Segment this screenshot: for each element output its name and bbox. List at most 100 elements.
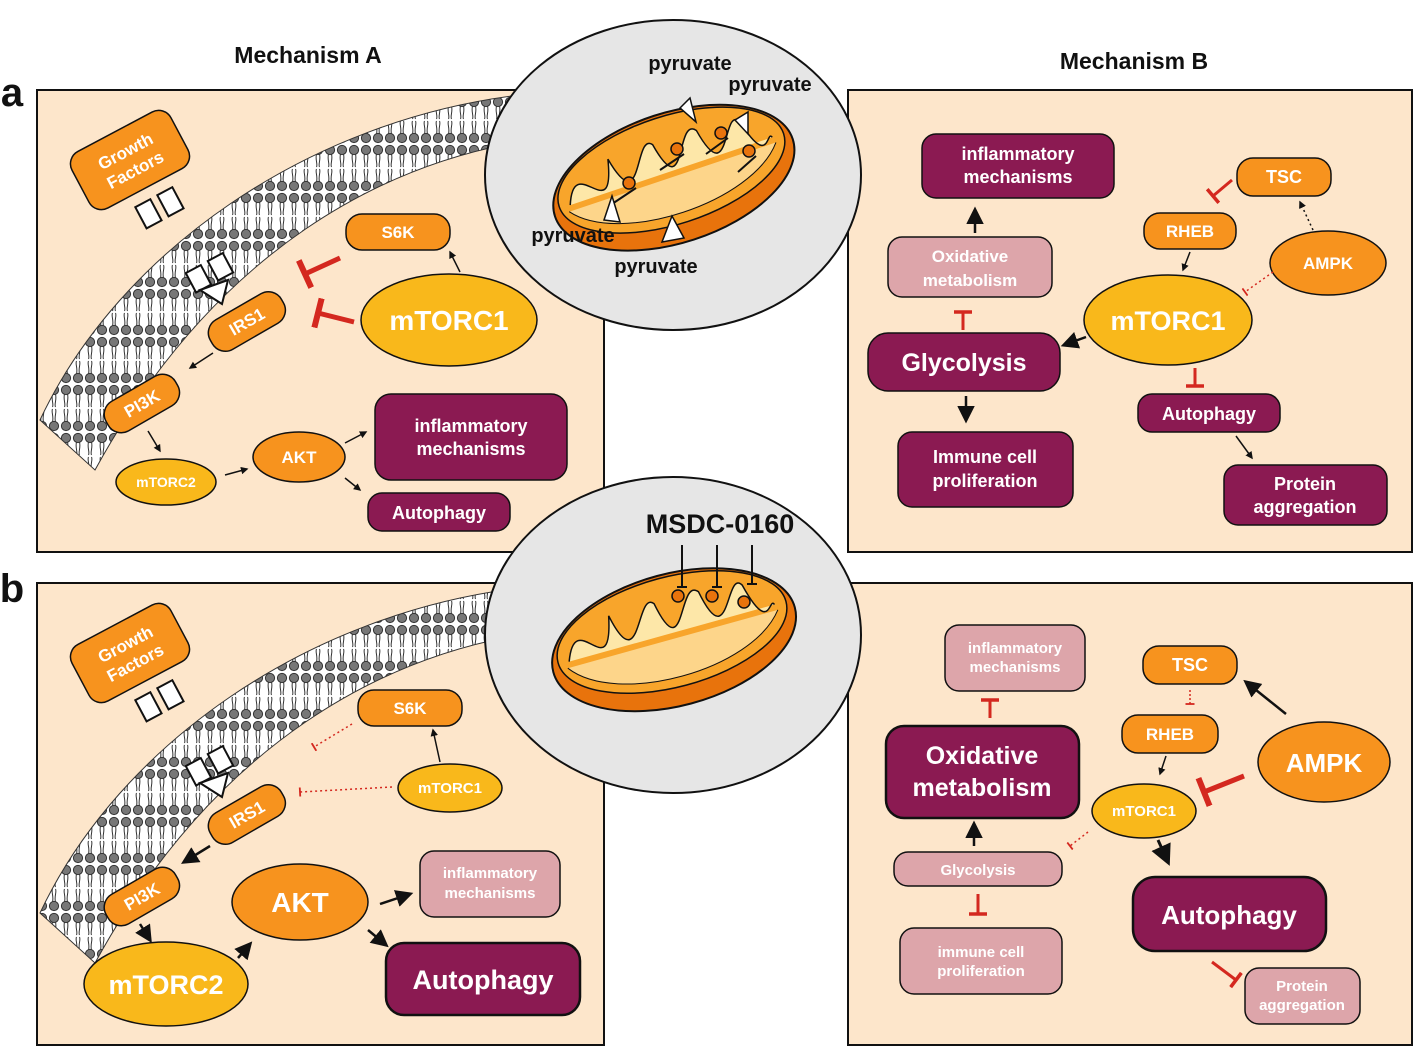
inflammatory-mechanisms-node bbox=[374, 393, 568, 481]
dotted-inhibit-ampk-mtorc1-a bbox=[1241, 271, 1274, 297]
s6k-node bbox=[345, 213, 451, 251]
pi3k-node bbox=[103, 373, 181, 434]
inhibit-autophagy-protein-b bbox=[1211, 960, 1243, 989]
arrow-akt-to-inflammatory bbox=[344, 431, 368, 444]
inflammatory-label-line2: mechanisms bbox=[416, 439, 525, 459]
mtorc1-label-a-right: mTORC1 bbox=[1110, 306, 1225, 336]
rheb-label-a: RHEB bbox=[1166, 222, 1214, 241]
autophagy-label-b: Autophagy bbox=[413, 965, 554, 995]
ampk-label-b: AMPK bbox=[1286, 748, 1363, 778]
inflammatory-label: inflammatory bbox=[414, 416, 527, 436]
mtorc1-node-b bbox=[397, 763, 503, 813]
protein-label-a-line2: aggregation bbox=[1253, 497, 1356, 517]
receptor-b bbox=[133, 678, 235, 799]
autophagy-node-b-right bbox=[1131, 875, 1328, 953]
arrow-pi3k-to-mtorc2 bbox=[147, 430, 161, 453]
protein-label-b: Protein bbox=[1276, 978, 1328, 995]
oxidative-label-a: Oxidative bbox=[932, 247, 1009, 266]
glycolysis-label-a: Glycolysis bbox=[901, 349, 1026, 377]
inflammatory-mechanisms-node-a-right bbox=[921, 133, 1115, 199]
protein-label-b-line2: aggregation bbox=[1259, 997, 1345, 1014]
mtorc2-label: mTORC2 bbox=[136, 474, 196, 490]
immune-label-b-line2: proliferation bbox=[937, 963, 1025, 980]
pyruvate-label-1: pyruvate bbox=[648, 53, 731, 75]
pyruvate-label-4: pyruvate bbox=[614, 256, 697, 278]
arrow-akt-to-autophagy-b bbox=[367, 929, 389, 948]
ampk-label-a: AMPK bbox=[1303, 254, 1354, 273]
inflammatory-label-a-right-line2: mechanisms bbox=[963, 167, 1072, 187]
immune-label-a-line2: proliferation bbox=[932, 471, 1037, 491]
akt-label-b: AKT bbox=[271, 887, 329, 918]
mtorc1-label: mTORC1 bbox=[389, 305, 508, 336]
arrow-mtorc1-to-s6k bbox=[449, 250, 461, 273]
mechanism-a-heading: Mechanism A bbox=[234, 42, 381, 68]
akt-node bbox=[252, 431, 346, 483]
tsc-node-a bbox=[1236, 157, 1332, 197]
immune-label-a: Immune cell bbox=[933, 447, 1037, 467]
msdc-0160-label: MSDC-0160 bbox=[646, 509, 795, 539]
s6k-node-b bbox=[357, 689, 463, 727]
arrow-irs1-to-pi3k bbox=[188, 352, 214, 369]
mtorc1-node-a-right bbox=[1083, 274, 1253, 366]
arrow-autophagy-to-protein-a bbox=[1235, 435, 1253, 460]
mtorc2-node bbox=[115, 458, 217, 506]
mtorc1-node bbox=[360, 273, 538, 367]
inflammatory-label-b-right: inflammatory bbox=[968, 640, 1063, 657]
protein-aggregation-node-b bbox=[1244, 967, 1361, 1025]
immune-proliferation-node-a bbox=[897, 431, 1074, 508]
tsc-label-b: TSC bbox=[1172, 655, 1208, 675]
arrow-mtorc1-to-glycolysis-a bbox=[1060, 331, 1087, 349]
protein-aggregation-node-a bbox=[1223, 464, 1388, 526]
inflammatory-label-a-right: inflammatory bbox=[961, 144, 1074, 164]
inflammatory-label-b-line2: mechanisms bbox=[445, 885, 536, 902]
autophagy-node-a-right bbox=[1137, 393, 1281, 433]
tsc-node-b bbox=[1142, 645, 1238, 685]
pi3k-node-b bbox=[103, 866, 181, 927]
autophagy-label-a-right: Autophagy bbox=[1162, 404, 1256, 424]
inflammatory-label-b: inflammatory bbox=[443, 865, 538, 882]
arrow-mtorc2-to-akt bbox=[224, 466, 249, 476]
pyruvate-label-2: pyruvate bbox=[728, 74, 811, 96]
inhibit-ampk-mtorc1-b bbox=[1195, 773, 1245, 808]
pyruvate-transporters-top bbox=[602, 96, 757, 243]
tsc-label-a: TSC bbox=[1266, 167, 1302, 187]
pyruvate-label-3: pyruvate bbox=[531, 225, 614, 247]
oxidative-label-a-line2: metabolism bbox=[923, 271, 1017, 290]
growth-factors-box-b: Growth Factors bbox=[69, 602, 191, 704]
mitochondrion-top-circle: pyruvate pyruvate pyruvate pyruvate bbox=[484, 19, 862, 331]
glycolysis-label-b: Glycolysis bbox=[940, 862, 1015, 879]
oxidative-label-b: Oxidative bbox=[926, 742, 1039, 770]
oxidative-label-b-line2: metabolism bbox=[913, 774, 1052, 802]
arrow-mtorc1-to-autophagy-b bbox=[1151, 839, 1171, 866]
arrow-rheb-to-mtorc1-b bbox=[1158, 755, 1167, 776]
mtorc1-node-b-right bbox=[1091, 783, 1197, 839]
autophagy-label-b-right: Autophagy bbox=[1161, 900, 1297, 930]
arrow-mtorc1-to-s6k-b bbox=[430, 728, 441, 763]
inflammatory-mechanisms-node-b-right bbox=[944, 624, 1086, 692]
autophagy-node-b bbox=[384, 941, 582, 1017]
autophagy-node bbox=[367, 492, 511, 532]
mtorc1-label-b-right: mTORC1 bbox=[1112, 803, 1176, 820]
receptor-a bbox=[133, 185, 235, 306]
ampk-node-b bbox=[1257, 721, 1391, 803]
mtorc2-node-b bbox=[83, 941, 249, 1027]
immune-label-b: immune cell bbox=[938, 944, 1025, 961]
protein-label-a: Protein bbox=[1274, 474, 1336, 494]
glycolysis-node-b bbox=[893, 851, 1063, 887]
immune-proliferation-node-b bbox=[899, 927, 1063, 995]
mitochondrion-bottom-circle: MSDC-0160 bbox=[484, 476, 862, 794]
rheb-label-b: RHEB bbox=[1146, 725, 1194, 744]
akt-node-b bbox=[231, 863, 369, 941]
mitochondrion-bottom bbox=[551, 567, 798, 713]
dotted-inhibit-mtorc1-glycolysis-b bbox=[1066, 831, 1089, 851]
irs1-node-b bbox=[207, 784, 287, 845]
akt-label: AKT bbox=[282, 448, 318, 467]
mechanism-b-heading: Mechanism B bbox=[1060, 48, 1208, 74]
arrow-pi3k-to-mtorc2-b bbox=[135, 923, 152, 943]
arrow-irs1-to-pi3k-b bbox=[181, 844, 211, 864]
panel-a-label: a bbox=[1, 71, 24, 115]
inflammatory-mechanisms-node-b bbox=[419, 850, 561, 918]
irs1-node bbox=[207, 291, 287, 352]
rheb-node-a bbox=[1143, 212, 1237, 250]
